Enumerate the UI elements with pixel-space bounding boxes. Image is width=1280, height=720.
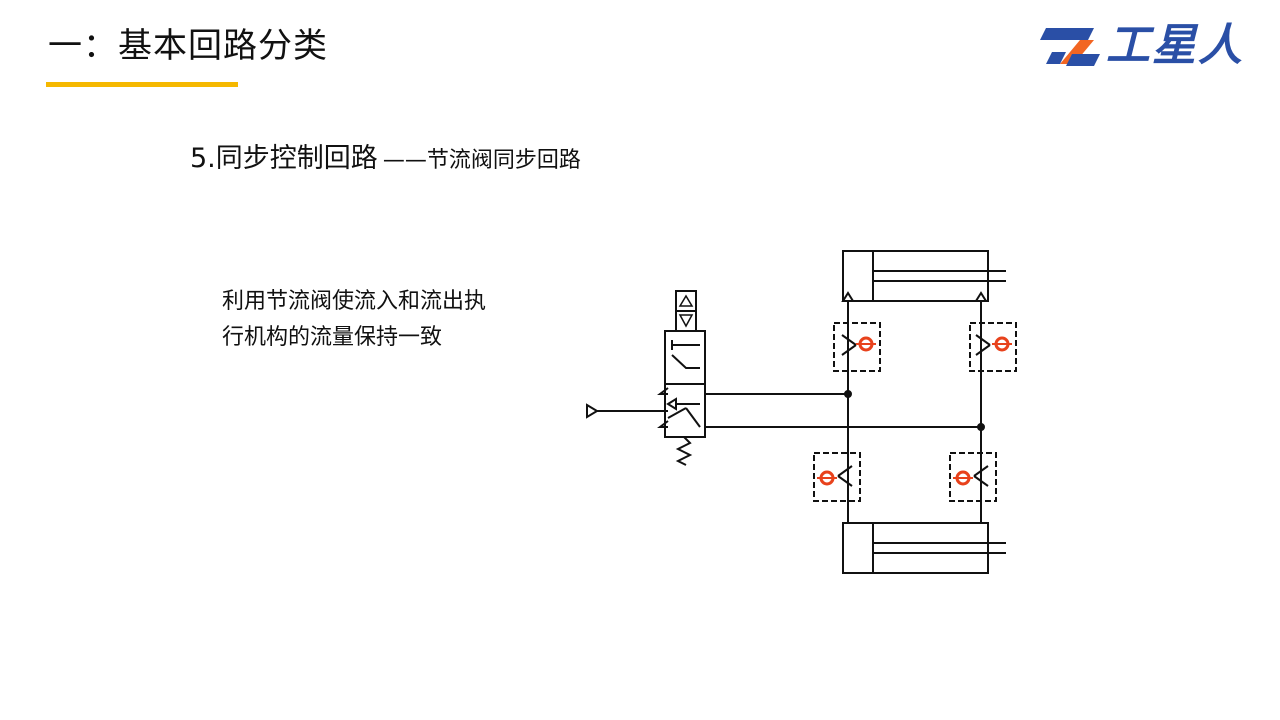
section-heading-main: 5.同步控制回路	[190, 143, 378, 174]
logo-text: 工星人	[1106, 20, 1244, 71]
section-heading: 5.同步控制回路 ——节流阀同步回路	[190, 136, 581, 175]
flow-control-valve-top-right	[969, 322, 1017, 372]
pressure-source	[586, 403, 668, 419]
description-text: 利用节流阀使流入和流出执行机构的流量保持一致	[222, 289, 487, 350]
section-heading-sub: ——节流阀同步回路	[382, 148, 581, 173]
company-logo	[1040, 28, 1100, 66]
title-underline	[46, 82, 238, 87]
flow-control-valve-bottom-right	[949, 452, 997, 502]
directional-control-valve	[657, 290, 706, 466]
flow-control-valve-top-left	[833, 322, 881, 372]
junction-dot-a	[844, 390, 852, 398]
upper-cylinder	[841, 250, 1006, 302]
junction-dot-b	[977, 423, 985, 431]
page-title: 一：基本回路分类	[48, 26, 328, 66]
lower-cylinder	[842, 522, 1006, 574]
logo-mark-icon	[1040, 28, 1100, 66]
pneumatic-circuit-diagram	[586, 250, 1017, 574]
flow-control-valve-bottom-left	[813, 452, 861, 502]
